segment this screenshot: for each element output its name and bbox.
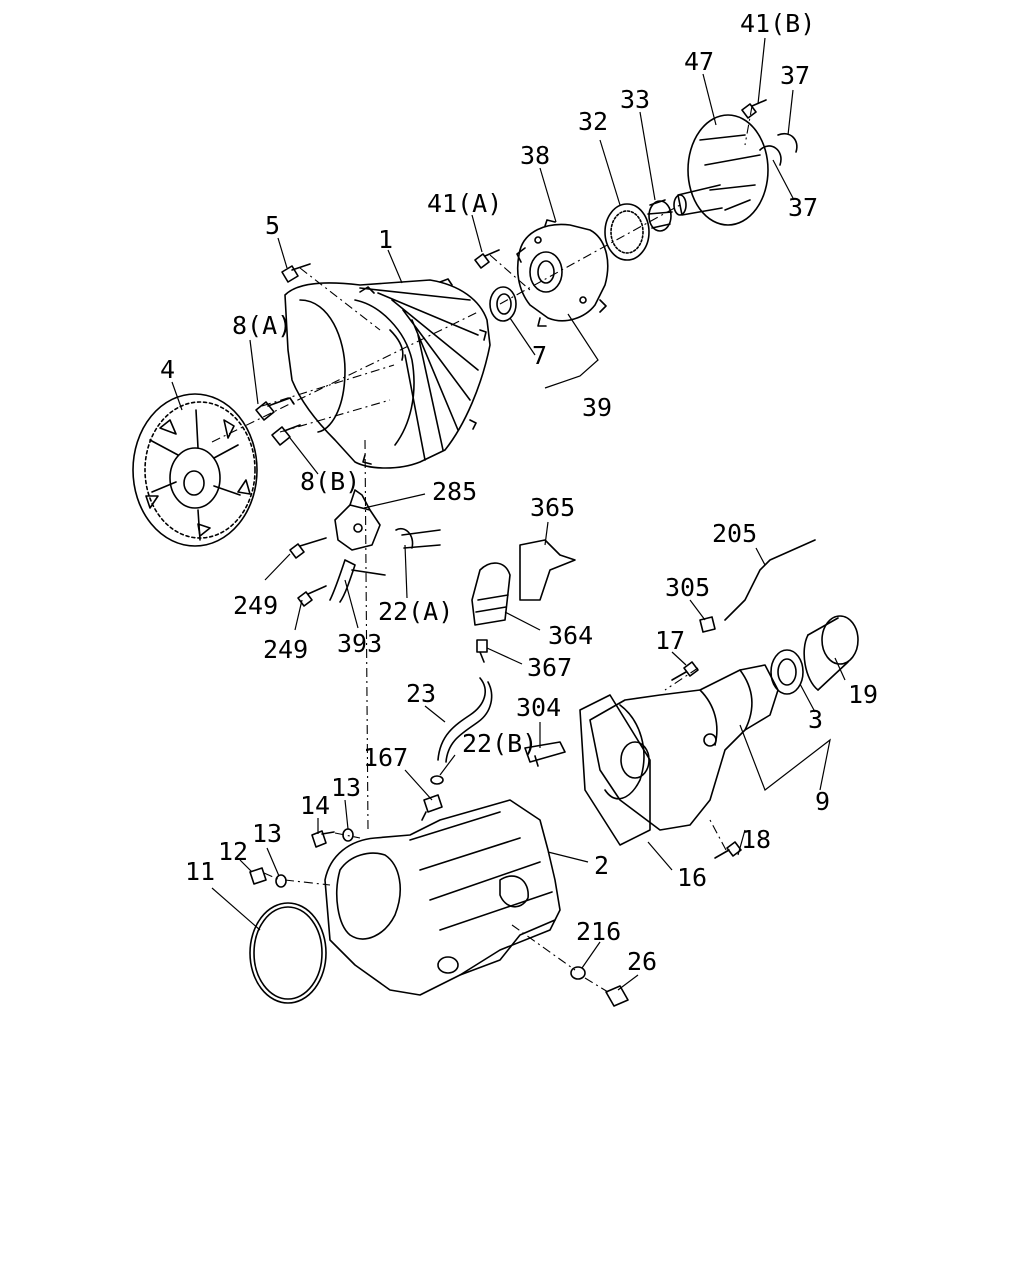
assembly-lines <box>211 105 753 993</box>
callout-9: 9 <box>815 787 830 816</box>
part-gasket-16[interactable] <box>579 694 651 846</box>
part-torque-converter[interactable] <box>132 393 258 547</box>
callout-5: 5 <box>265 211 280 240</box>
part-tube-23[interactable] <box>437 677 493 763</box>
part-hose-22b[interactable] <box>430 775 444 785</box>
callout-7: 7 <box>532 341 547 370</box>
callout-14: 14 <box>300 791 330 820</box>
callout-26: 26 <box>627 947 657 976</box>
callout-167: 167 <box>363 743 408 772</box>
callout-249-upper: 249 <box>233 591 278 620</box>
part-hose-22a[interactable] <box>395 528 441 549</box>
part-plug-12[interactable] <box>249 867 267 885</box>
callout-39: 39 <box>582 393 612 422</box>
callout-8a: 8(A) <box>232 311 292 340</box>
callout-365: 365 <box>530 493 575 522</box>
callout-33: 33 <box>620 85 650 114</box>
part-pump-inner-gear[interactable] <box>647 199 673 232</box>
part-washer-13-lower[interactable] <box>275 874 287 888</box>
part-converter-housing[interactable] <box>284 278 491 469</box>
callout-4: 4 <box>160 355 175 384</box>
callout-249-lower: 249 <box>263 635 308 664</box>
callout-37-upper: 37 <box>780 61 810 90</box>
callout-19: 19 <box>848 680 878 709</box>
callout-41a: 41(A) <box>427 189 502 218</box>
part-pipe-393[interactable] <box>329 559 386 603</box>
part-bolt-5[interactable] <box>281 263 311 283</box>
callout-22b: 22(B) <box>462 729 537 758</box>
part-drain-plug-26[interactable] <box>605 985 629 1007</box>
callout-205: 205 <box>712 519 757 548</box>
part-bolt-18[interactable] <box>714 841 742 859</box>
part-bolt-17[interactable] <box>671 661 699 681</box>
callout-16: 16 <box>677 863 707 892</box>
callout-labels: 41(B) 47 37 33 32 38 37 41(A) 5 1 8(A) 7… <box>160 9 878 976</box>
part-snap-ring-upper[interactable] <box>777 133 798 153</box>
callout-364: 364 <box>548 621 593 650</box>
part-oil-pump[interactable] <box>516 219 609 327</box>
leader-lines <box>171 37 846 991</box>
callout-3: 3 <box>808 705 823 734</box>
part-extension-housing[interactable] <box>589 664 779 831</box>
callout-393: 393 <box>337 629 382 658</box>
callout-2: 2 <box>594 851 609 880</box>
callout-304: 304 <box>516 693 561 722</box>
callout-38: 38 <box>520 141 550 170</box>
callout-11: 11 <box>185 857 215 886</box>
part-fitting-367[interactable] <box>476 639 488 663</box>
part-bolt-8a[interactable] <box>255 397 295 421</box>
part-sleeve-19[interactable] <box>803 615 859 691</box>
part-rod-205[interactable] <box>724 539 816 621</box>
callout-8b: 8(B) <box>300 467 360 496</box>
part-mount-364[interactable] <box>471 562 511 626</box>
callout-305: 305 <box>665 573 710 602</box>
part-bracket-365[interactable] <box>519 539 576 601</box>
part-bolt-41b[interactable] <box>741 99 767 119</box>
part-fitting-167[interactable] <box>421 794 443 821</box>
callout-17: 17 <box>655 626 685 655</box>
part-clip-304[interactable] <box>524 741 566 767</box>
callout-367: 367 <box>527 653 572 682</box>
part-washer-13-upper[interactable] <box>342 828 354 842</box>
part-transmission-case[interactable] <box>324 799 561 996</box>
part-oil-seal[interactable] <box>489 286 517 322</box>
part-bolt-8b[interactable] <box>271 424 301 446</box>
part-o-ring-11[interactable] <box>249 902 327 1004</box>
callout-13-lower: 13 <box>252 819 282 848</box>
callout-18: 18 <box>741 825 771 854</box>
part-snap-ring-lower[interactable] <box>759 145 782 166</box>
part-washer-216[interactable] <box>570 966 586 980</box>
callout-37-lower: 37 <box>788 193 818 222</box>
part-bolt-41a[interactable] <box>474 249 500 269</box>
part-bracket[interactable] <box>334 489 381 551</box>
callout-216: 216 <box>576 917 621 946</box>
callout-13-upper: 13 <box>331 773 361 802</box>
callout-1: 1 <box>378 225 393 254</box>
part-plug-305[interactable] <box>699 616 716 633</box>
callout-12: 12 <box>218 837 248 866</box>
callout-32: 32 <box>578 107 608 136</box>
part-bolt-14[interactable] <box>311 830 335 848</box>
callout-41b: 41(B) <box>740 9 815 38</box>
part-pump-outer-gear[interactable] <box>604 203 650 261</box>
part-bolt-249b[interactable] <box>297 585 327 607</box>
part-bearing-3[interactable] <box>770 649 804 695</box>
callout-47: 47 <box>684 47 714 76</box>
callout-285: 285 <box>432 477 477 506</box>
callout-22a: 22(A) <box>378 597 453 626</box>
callout-23: 23 <box>406 679 436 708</box>
part-bolt-249a[interactable] <box>289 537 327 559</box>
part-pump-cover-stator-shaft[interactable] <box>673 114 769 226</box>
